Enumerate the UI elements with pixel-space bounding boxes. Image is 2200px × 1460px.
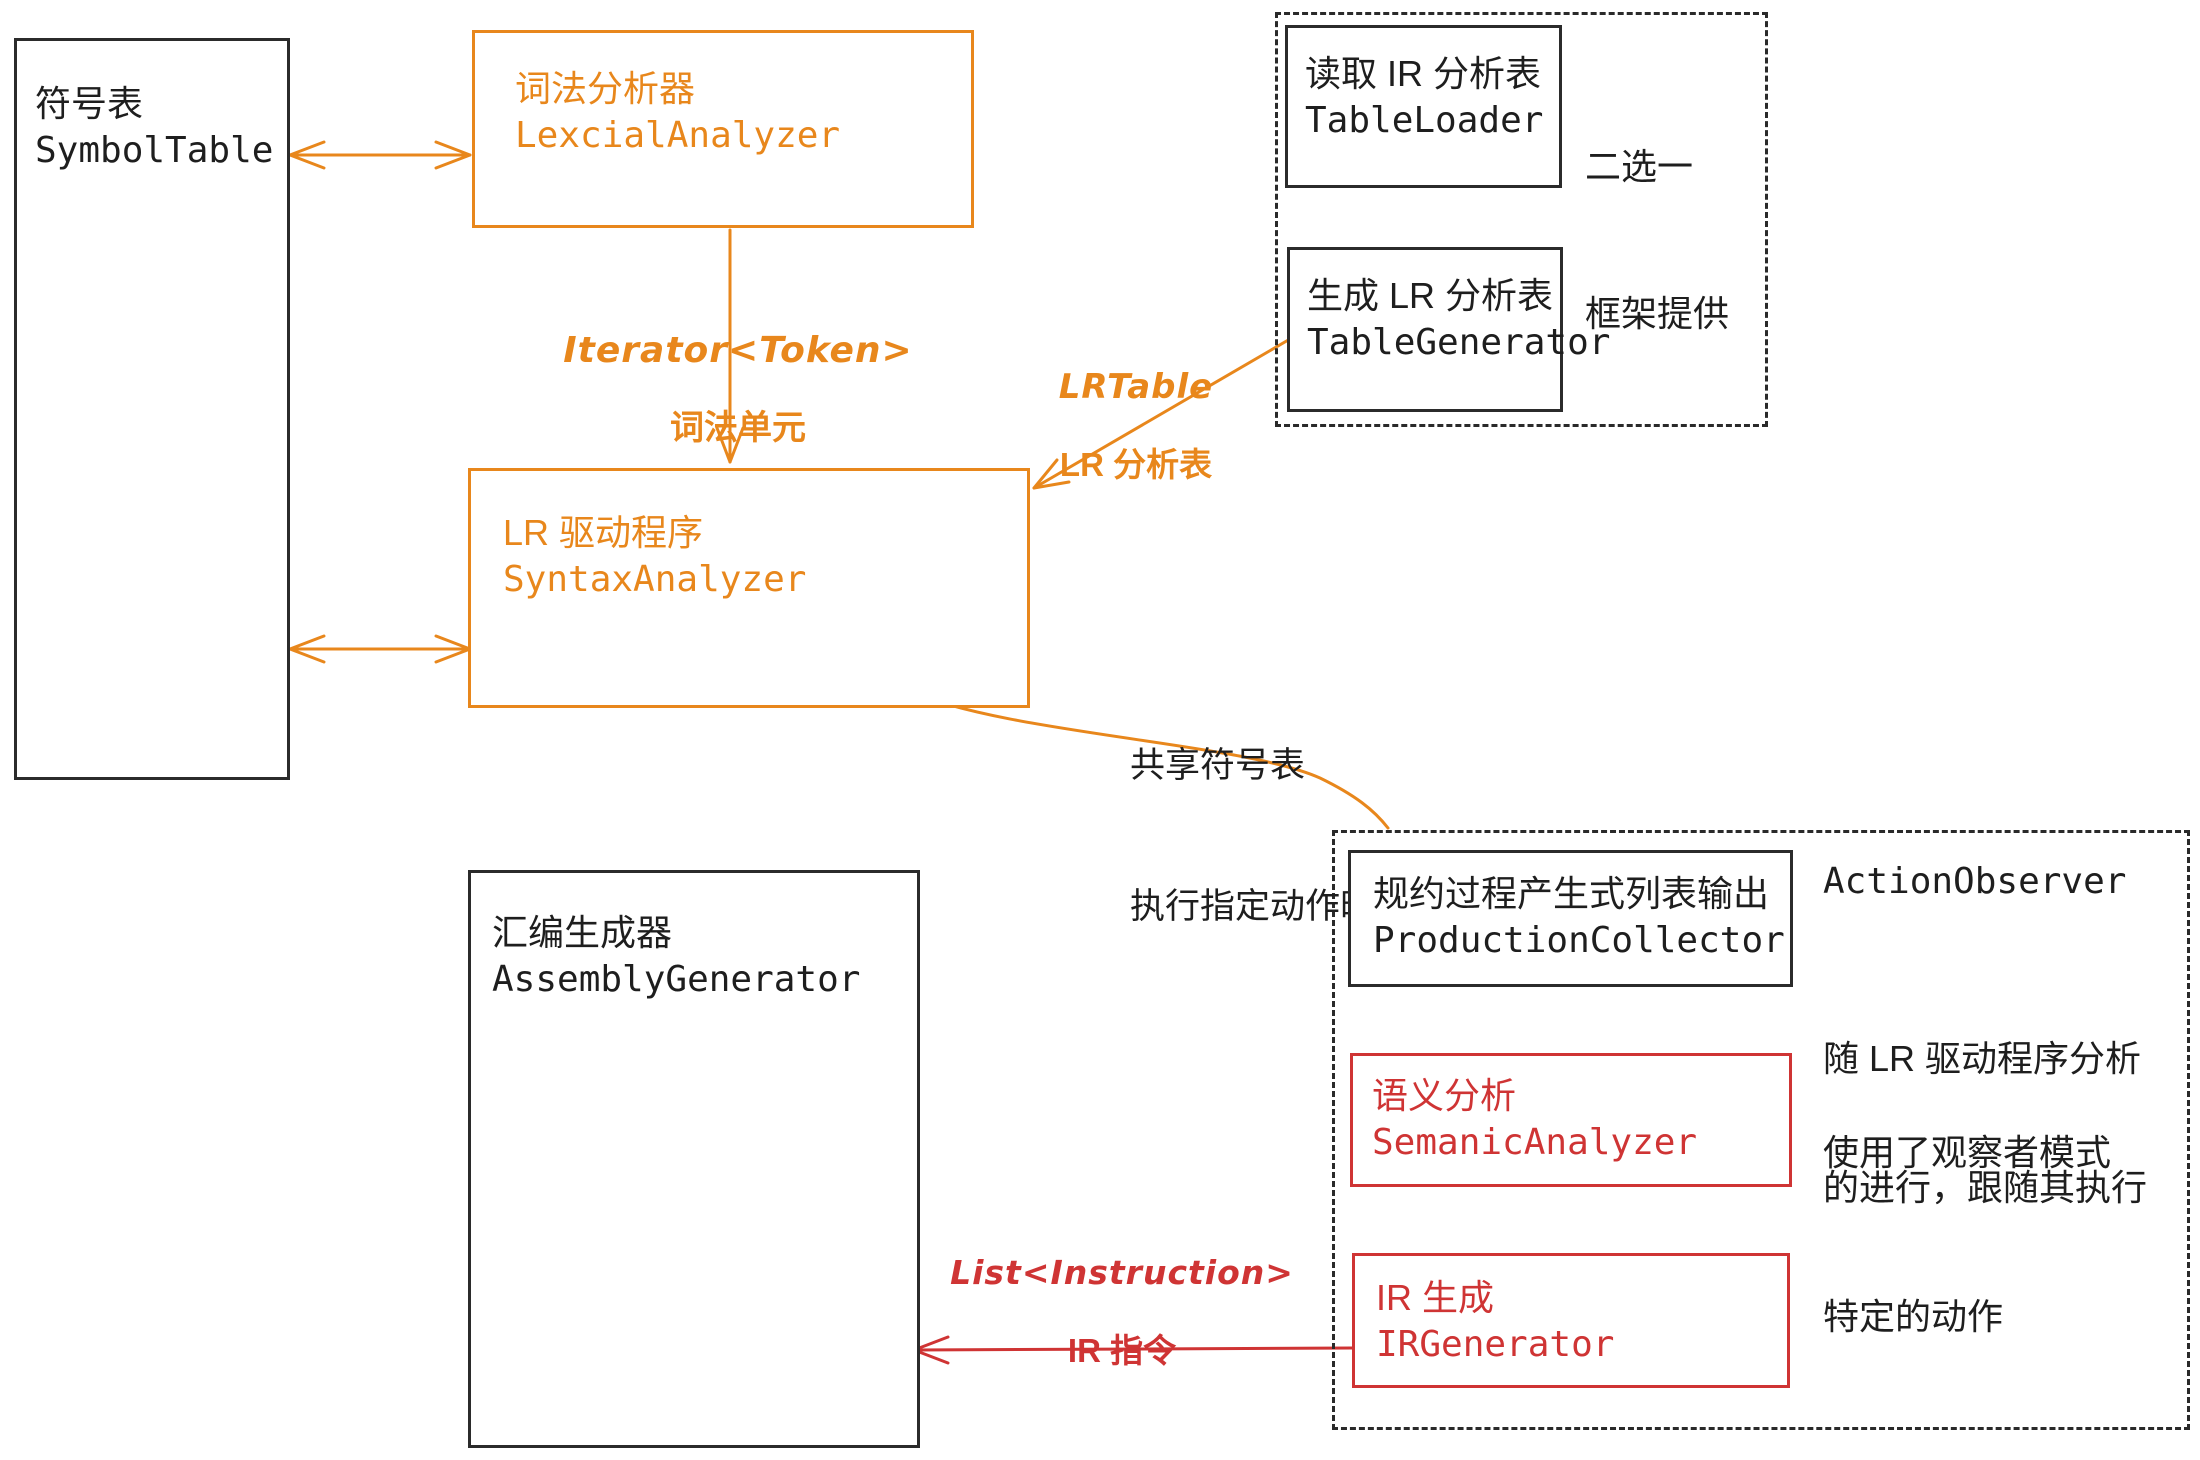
node-table-generator-zh: 生成 LR 分析表: [1307, 275, 1554, 316]
framework-options-group: [1275, 12, 1768, 427]
node-symbol-table-zh: 符号表: [35, 83, 144, 124]
node-table-loader: 读取 IR 分析表 TableLoader: [1285, 25, 1562, 188]
action-observer-para1-line2: 的进行，跟随其执行: [1823, 1167, 2148, 1208]
node-ir-generator-zh: IR 生成: [1376, 1277, 1495, 1318]
node-symbol-table: 符号表 SymbolTable: [14, 38, 290, 780]
node-ir-generator-code: IRGenerator: [1376, 1324, 1615, 1365]
ir-instructions-label: List<Instruction> IR 指令: [950, 1216, 1294, 1408]
token-stream-code: Iterator<Token>: [563, 330, 913, 371]
action-observer-pattern-note: 使用了观察者模式: [1823, 1132, 2112, 1173]
action-observer-paragraph: 随 LR 驱动程序分析 的进行，跟随其执行 特定的动作: [1823, 951, 2147, 1424]
node-semantic-analyzer-code: SemanicAnalyzer: [1372, 1122, 1698, 1163]
arrow-symboltable-syntax: [288, 634, 472, 664]
node-lexical-analyzer-code: LexcialAnalyzer: [515, 115, 841, 156]
action-observer-para1-line3: 特定的动作: [1823, 1296, 2004, 1337]
node-syntax-analyzer-zh: LR 驱动程序: [503, 512, 704, 553]
lr-table-label: LRTable LR 分析表: [1040, 330, 1232, 522]
action-observer-para1-line1: 随 LR 驱动程序分析: [1823, 1038, 2142, 1079]
choose-one-line1: 二选一: [1585, 146, 1694, 187]
node-table-generator-code: TableGenerator: [1307, 322, 1611, 363]
choose-one-line2: 框架提供: [1585, 293, 1730, 334]
token-stream-label: Iterator<Token> 词法单元: [560, 294, 916, 484]
node-semantic-analyzer: 语义分析 SemanicAnalyzer: [1350, 1053, 1792, 1187]
node-production-collector-code: ProductionCollector: [1373, 920, 1785, 961]
node-table-loader-zh: 读取 IR 分析表: [1305, 53, 1542, 94]
node-ir-generator: IR 生成 IRGenerator: [1352, 1253, 1790, 1388]
node-lexical-analyzer: 词法分析器 LexcialAnalyzer: [472, 30, 974, 228]
shared-symbol-line1: 共享符号表: [1130, 746, 1306, 785]
node-syntax-analyzer: LR 驱动程序 SyntaxAnalyzer: [468, 468, 1030, 708]
lr-table-code: LRTable: [1058, 367, 1214, 407]
node-assembly-generator: 汇编生成器 AssemblyGenerator: [468, 870, 920, 1448]
node-production-collector-zh: 规约过程产生式列表输出: [1373, 873, 1770, 914]
node-assembly-generator-code: AssemblyGenerator: [492, 959, 861, 1000]
choose-one-label: 二选一 框架提供: [1585, 44, 1729, 436]
node-symbol-table-code: SymbolTable: [35, 130, 274, 171]
action-observer-group: [1332, 830, 2190, 1430]
ir-instructions-code: List<Instruction>: [950, 1253, 1294, 1292]
node-syntax-analyzer-code: SyntaxAnalyzer: [503, 559, 807, 600]
node-table-generator: 生成 LR 分析表 TableGenerator: [1287, 247, 1611, 412]
lr-table-zh: LR 分析表: [1059, 446, 1213, 483]
action-observer-title: ActionObserver: [1823, 861, 2127, 902]
node-lexical-analyzer-zh: 词法分析器: [515, 68, 696, 109]
node-production-collector: 规约过程产生式列表输出 ProductionCollector: [1348, 850, 1793, 987]
node-assembly-generator-zh: 汇编生成器: [492, 912, 673, 953]
node-table-loader-code: TableLoader: [1305, 100, 1544, 141]
token-stream-zh: 词法单元: [670, 409, 806, 447]
arrow-symboltable-lexical: [288, 140, 472, 170]
ir-instructions-zh: IR 指令: [1067, 1332, 1177, 1369]
node-semantic-analyzer-zh: 语义分析: [1372, 1075, 1517, 1116]
